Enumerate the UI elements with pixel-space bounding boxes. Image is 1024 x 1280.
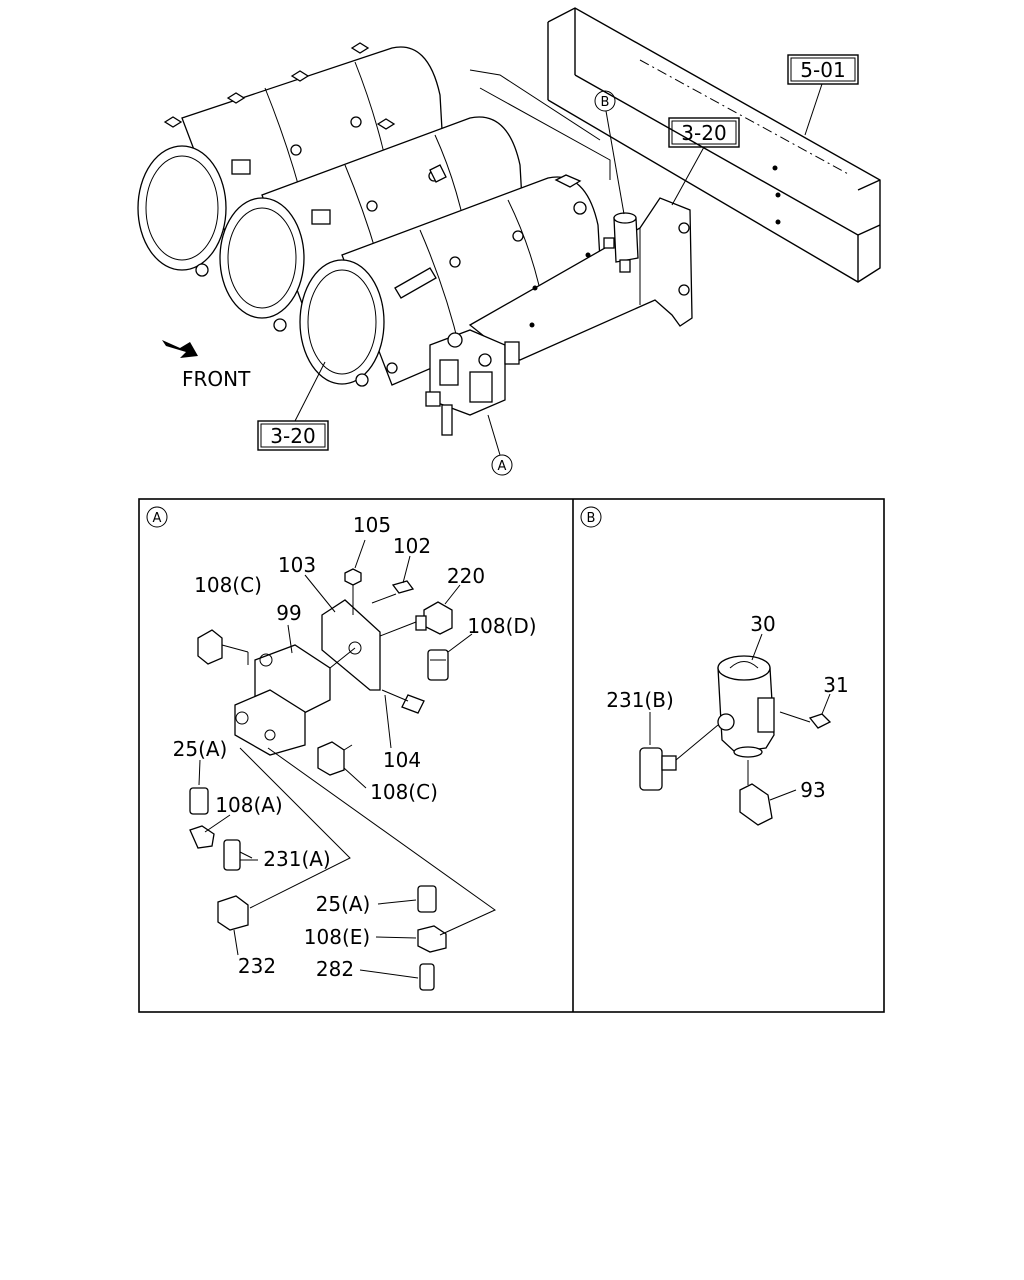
label-25a-right: 25(A) <box>316 892 371 916</box>
label-108a: 108(A) <box>215 793 282 817</box>
callout-b-label: B <box>601 95 610 110</box>
valve-b-small <box>603 212 639 273</box>
label-25a-left: 25(A) <box>173 737 228 761</box>
label-93: 93 <box>800 778 825 802</box>
ref-5-01-label: 5-01 <box>800 58 845 82</box>
label-231a: 231(A) <box>263 847 330 871</box>
label-231b: 231(B) <box>606 688 674 712</box>
label-282: 282 <box>316 957 354 981</box>
ref-3-20-right-label: 3-20 <box>681 121 726 145</box>
label-105: 105 <box>353 513 391 537</box>
front-label: FRONT <box>182 367 251 391</box>
ref-box-3-20-left: 3-20 <box>257 361 329 451</box>
overview-illustration: FRONT 5-01 3-20 3-20 A <box>137 7 881 476</box>
label-220: 220 <box>447 564 485 588</box>
air-tank-back <box>137 42 443 277</box>
ref-box-3-20-right: 3-20 <box>668 117 740 206</box>
label-232: 232 <box>238 954 276 978</box>
callout-a-label: A <box>498 459 507 474</box>
front-arrow-icon <box>162 340 198 358</box>
label-108e: 108(E) <box>304 925 370 949</box>
label-108c-top: 108(C) <box>194 573 262 597</box>
label-108d: 108(D) <box>467 614 536 638</box>
callout-a: A <box>487 414 513 476</box>
valve-assembly-a <box>425 329 520 436</box>
ref-3-20-left-label: 3-20 <box>270 424 315 448</box>
label-108c-right: 108(C) <box>370 780 438 804</box>
callout-b: B <box>594 90 625 215</box>
detail-panels-frame <box>138 498 885 1013</box>
ref-box-5-01: 5-01 <box>787 54 859 136</box>
label-30: 30 <box>750 612 775 636</box>
panel-a-marker: A <box>153 511 162 526</box>
label-104: 104 <box>383 748 421 772</box>
label-99: 99 <box>276 601 301 625</box>
label-31: 31 <box>823 673 848 697</box>
label-103: 103 <box>278 553 316 577</box>
panel-b-marker: B <box>587 511 596 526</box>
air-tank-front <box>299 174 601 387</box>
detail-panel-b: B 30 31 231(B) 93 <box>580 506 849 826</box>
detail-panel-a: A <box>146 506 537 991</box>
label-102: 102 <box>393 534 431 558</box>
